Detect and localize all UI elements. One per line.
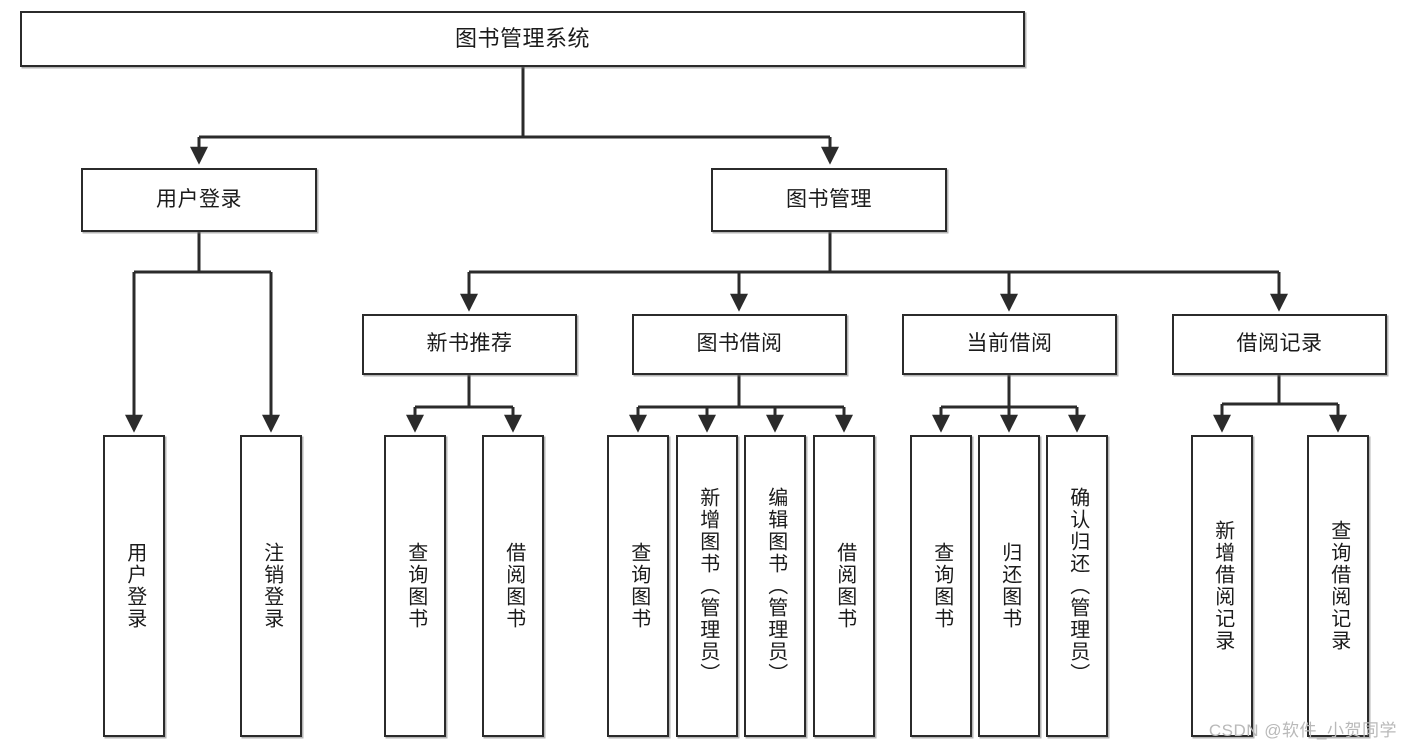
leaf-query-book-2-label: 查询图书 <box>627 542 650 630</box>
leaf-logout-login[interactable]: 注销登录 <box>240 435 302 737</box>
leaf-add-book[interactable]: 新增图书（管理员） <box>676 435 738 737</box>
leaf-return-book-label: 归还图书 <box>998 542 1021 630</box>
node-user-login[interactable]: 用户登录 <box>81 168 317 232</box>
leaf-edit-book-label: 编辑图书（管理员） <box>764 487 787 685</box>
leaf-add-record-label: 新增借阅记录 <box>1211 520 1234 652</box>
node-root[interactable]: 图书管理系统 <box>20 11 1025 67</box>
leaf-return-book[interactable]: 归还图书 <box>978 435 1040 737</box>
node-book-manage-label: 图书管理 <box>786 187 872 211</box>
node-new-book-rec-label: 新书推荐 <box>426 332 513 356</box>
leaf-logout-login-label: 注销登录 <box>260 542 283 630</box>
leaf-query-book-2[interactable]: 查询图书 <box>607 435 669 737</box>
node-borrow-record-label: 借阅记录 <box>1236 332 1323 356</box>
leaf-edit-book[interactable]: 编辑图书（管理员） <box>744 435 806 737</box>
node-current-borrow[interactable]: 当前借阅 <box>902 314 1117 375</box>
node-book-borrow[interactable]: 图书借阅 <box>632 314 847 375</box>
node-book-borrow-label: 图书借阅 <box>696 332 783 356</box>
leaf-borrow-book-2[interactable]: 借阅图书 <box>813 435 875 737</box>
leaf-query-book-3-label: 查询图书 <box>930 542 953 630</box>
leaf-query-record-label: 查询借阅记录 <box>1327 520 1350 652</box>
leaf-user-login-label: 用户登录 <box>123 542 146 630</box>
leaf-confirm-return[interactable]: 确认归还（管理员） <box>1046 435 1108 737</box>
leaf-user-login[interactable]: 用户登录 <box>103 435 165 737</box>
leaf-query-book-1-label: 查询图书 <box>404 542 427 630</box>
leaf-add-book-label: 新增图书（管理员） <box>696 487 719 685</box>
node-user-login-label: 用户登录 <box>156 187 242 211</box>
leaf-query-record[interactable]: 查询借阅记录 <box>1307 435 1369 737</box>
node-new-book-rec[interactable]: 新书推荐 <box>362 314 577 375</box>
leaf-add-record[interactable]: 新增借阅记录 <box>1191 435 1253 737</box>
csdn-watermark: CSDN @软件_小贺同学 <box>1208 721 1397 740</box>
node-book-manage[interactable]: 图书管理 <box>711 168 947 232</box>
node-root-label: 图书管理系统 <box>454 26 590 52</box>
leaf-confirm-return-label: 确认归还（管理员） <box>1066 487 1089 685</box>
leaf-borrow-book-2-label: 借阅图书 <box>833 542 856 630</box>
leaf-borrow-book-1[interactable]: 借阅图书 <box>482 435 544 737</box>
leaf-query-book-1[interactable]: 查询图书 <box>384 435 446 737</box>
leaf-borrow-book-1-label: 借阅图书 <box>502 542 525 630</box>
node-current-borrow-label: 当前借阅 <box>966 332 1053 356</box>
leaf-query-book-3[interactable]: 查询图书 <box>910 435 972 737</box>
node-borrow-record[interactable]: 借阅记录 <box>1172 314 1387 375</box>
